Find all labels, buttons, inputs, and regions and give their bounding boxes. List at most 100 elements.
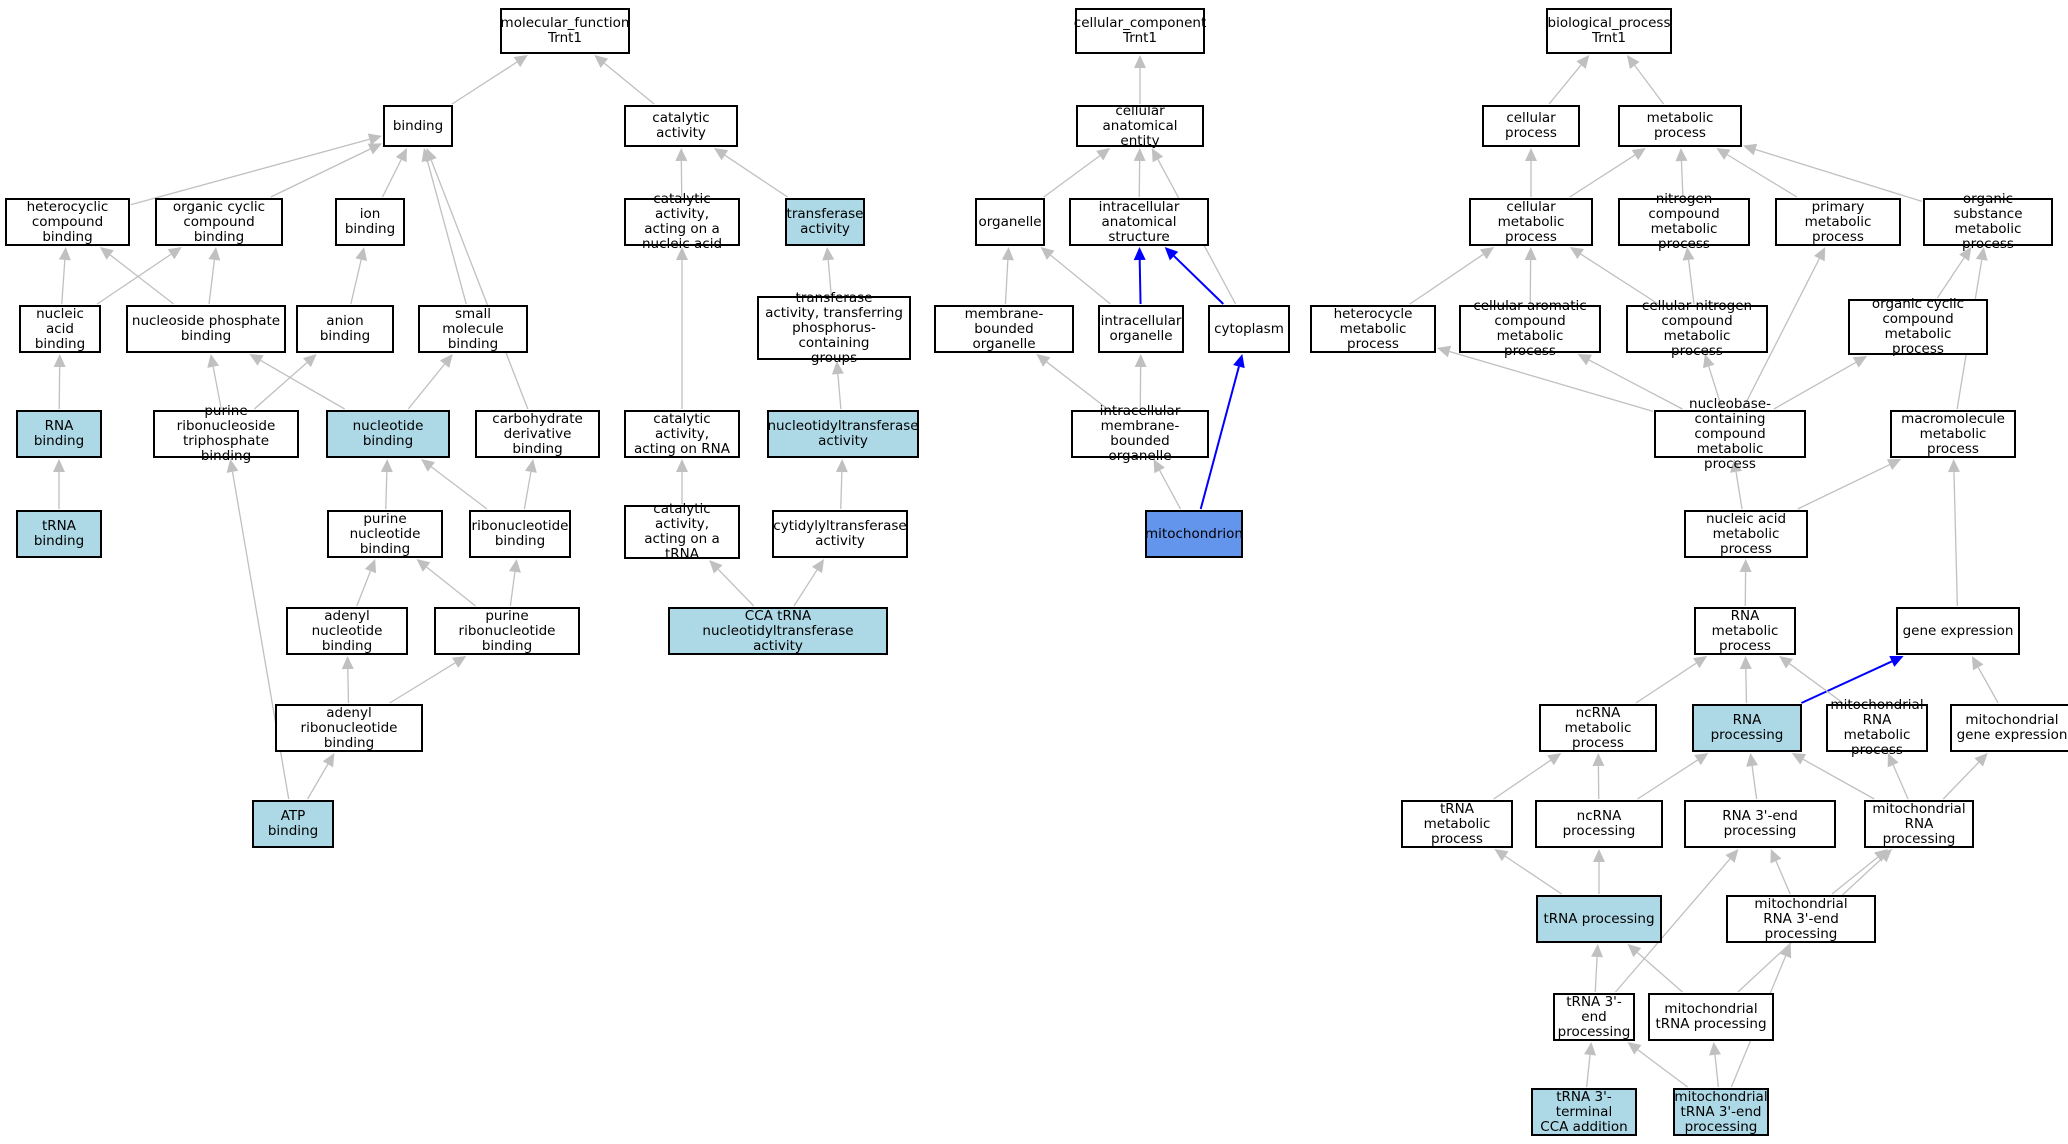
- edge-arrowhead: [1791, 753, 1807, 765]
- go-term-namp[interactable]: nucleic acid metabolic process: [1684, 510, 1808, 558]
- go-term-anion-binding[interactable]: anion binding: [296, 305, 394, 353]
- go-term-nucleotidyltransferase[interactable]: nucleotidyltransferase activity: [767, 410, 919, 458]
- edge-arrowhead: [676, 459, 688, 472]
- edge-arrowhead: [675, 148, 688, 162]
- go-term-nucleotide-binding[interactable]: nucleotide binding: [326, 410, 450, 458]
- go-term-mito-rna-mp[interactable]: mitochondrial RNA metabolic process: [1826, 698, 1928, 758]
- go-term-cca[interactable]: CCA tRNA nucleotidyltransferase activity: [668, 607, 888, 655]
- go-term-rna3-processing[interactable]: RNA 3'-end processing: [1684, 800, 1836, 848]
- go-term-cmp[interactable]: cellular metabolic process: [1469, 198, 1593, 246]
- go-term-binding[interactable]: binding: [383, 105, 453, 147]
- go-term-imbo[interactable]: intracellular membrane-bounded organelle: [1071, 404, 1209, 464]
- edge-mito_rna3-to-rna3_processing: [1775, 860, 1791, 895]
- go-term-cc[interactable]: cellular_component Trnt1: [1074, 8, 1206, 54]
- go-term-cat-trna[interactable]: catalytic activity, acting on a tRNA: [624, 502, 740, 562]
- edge-arrowhead: [249, 354, 264, 366]
- edge-pmp-to-metabolic_process: [1726, 154, 1798, 198]
- go-term-purine-ribonucleoside-tp[interactable]: purine ribonucleoside triphosphate bindi…: [153, 404, 299, 464]
- go-term-atp-binding[interactable]: ATP binding: [252, 800, 334, 848]
- go-term-io[interactable]: intracellular organelle: [1098, 305, 1184, 353]
- edge-arrowhead: [1886, 459, 1902, 471]
- edge-arrowhead: [1975, 247, 1988, 261]
- go-term-cat-nucleic[interactable]: catalytic activity, acting on a nucleic …: [624, 192, 740, 252]
- edge-mito_rna3-to-mito_rna_processing: [1831, 856, 1879, 895]
- go-term-cellular-process[interactable]: cellular process: [1482, 105, 1580, 147]
- edge-imbo-to-mbo: [1046, 361, 1109, 410]
- edge-arrowhead: [1233, 354, 1245, 369]
- go-term-cat-rna[interactable]: catalytic activity, acting on RNA: [624, 410, 740, 458]
- go-term-catact[interactable]: catalytic activity: [624, 105, 738, 147]
- go-term-organic-cyclic-binding[interactable]: organic cyclic compound binding: [155, 198, 283, 246]
- go-term-nucleic-acid-binding[interactable]: nucleic acid binding: [19, 305, 101, 353]
- go-term-mito-rna3[interactable]: mitochondrial RNA 3'-end processing: [1726, 895, 1876, 943]
- go-term-adenyl-ribonucleotide-binding[interactable]: adenyl ribonucleotide binding: [275, 704, 423, 752]
- edge-arrowhead: [1780, 944, 1792, 959]
- go-term-ncrna-mp[interactable]: ncRNA metabolic process: [1539, 704, 1657, 752]
- go-term-organelle[interactable]: organelle: [975, 198, 1045, 246]
- edge-ncrna_mp-to-rmp: [1635, 662, 1697, 704]
- go-term-rmp[interactable]: RNA metabolic process: [1694, 607, 1796, 655]
- edge-arrowhead: [416, 559, 431, 572]
- edge-arrowhead: [1524, 247, 1537, 261]
- go-term-cytoplasm[interactable]: cytoplasm: [1208, 305, 1290, 353]
- go-term-nbcmp[interactable]: nucleobase-containing compound metabolic…: [1654, 396, 1806, 471]
- go-term-rna-binding[interactable]: RNA binding: [16, 410, 102, 458]
- edge-arrowhead: [53, 459, 65, 472]
- go-term-ribonucleotide-binding[interactable]: ribonucleotide binding: [469, 510, 571, 558]
- go-term-mmp[interactable]: macromolecule metabolic process: [1890, 410, 2016, 458]
- go-term-ion-binding[interactable]: ion binding: [335, 198, 405, 246]
- edge-arrowhead: [53, 354, 66, 368]
- go-term-small-molecule-binding[interactable]: small molecule binding: [418, 305, 528, 353]
- edge-nbcmp-to-hmp: [1449, 350, 1654, 412]
- go-term-purine-nucleotide-binding[interactable]: purine nucleotide binding: [327, 510, 443, 558]
- edge-arrowhead: [831, 361, 844, 375]
- go-term-hmp[interactable]: heterocycle metabolic process: [1310, 305, 1436, 353]
- go-term-nucleoside-phosphate-binding[interactable]: nucleoside phosphate binding: [126, 305, 286, 353]
- go-term-ncrna-processing[interactable]: ncRNA processing: [1535, 800, 1663, 848]
- go-term-trna-processing[interactable]: tRNA processing: [1536, 895, 1662, 943]
- edge-nbcmp-to-cacmp: [1588, 359, 1683, 410]
- go-term-cncmp[interactable]: cellular nitrogen compound metabolic pro…: [1626, 299, 1768, 359]
- edge-arrowhead: [1974, 753, 1988, 767]
- go-term-mf[interactable]: molecular_function Trnt1: [500, 8, 630, 54]
- go-term-pmp[interactable]: primary metabolic process: [1775, 198, 1901, 246]
- edge-trna3-to-rna3_processing: [1615, 858, 1731, 993]
- go-term-cae[interactable]: cellular anatomical entity: [1076, 103, 1204, 148]
- edge-arrowhead: [1133, 247, 1146, 261]
- edge-cytidylyltransferase-to-nucleotidyltransferase: [840, 471, 843, 510]
- go-term-transferase-phospho[interactable]: transferase activity, transferring phosp…: [757, 290, 911, 365]
- go-term-trna3-cca[interactable]: tRNA 3'-terminal CCA addition: [1531, 1088, 1637, 1136]
- edge-arrowhead: [322, 753, 335, 768]
- go-term-trna-mp[interactable]: tRNA metabolic process: [1401, 800, 1513, 848]
- go-term-ncmp[interactable]: nitrogen compound metabolic process: [1618, 192, 1750, 252]
- go-term-carbohydrate-deriv[interactable]: carbohydrate derivative binding: [475, 410, 600, 458]
- go-term-mito-ge[interactable]: mitochondrial gene expression: [1950, 704, 2068, 752]
- go-term-heterocyclic-binding[interactable]: heterocyclic compound binding: [5, 198, 130, 246]
- go-term-metabolic-process[interactable]: metabolic process: [1618, 105, 1742, 147]
- go-term-purine-ribonucleotide-binding[interactable]: purine ribonucleotide binding: [434, 607, 580, 655]
- edge-trna3-to-trna_processing: [1594, 956, 1598, 993]
- edge-nucleotide_binding-to-nucleoside_phosphate_binding: [260, 359, 345, 410]
- go-term-mito-trna-processing[interactable]: mitochondrial tRNA processing: [1648, 993, 1774, 1041]
- go-term-occmp[interactable]: organic cyclic compound metabolic proces…: [1848, 297, 1988, 357]
- go-term-osmp[interactable]: organic substance metabolic process: [1923, 192, 2053, 252]
- go-term-mito-rna-processing[interactable]: mitochondrial RNA processing: [1864, 800, 1974, 848]
- go-term-trna-binding[interactable]: tRNA binding: [16, 510, 102, 558]
- go-term-trna3[interactable]: tRNA 3'-end processing: [1553, 993, 1635, 1041]
- edge-arrowhead: [226, 459, 239, 473]
- go-term-cacmp[interactable]: cellular aromatic compound metabolic pro…: [1459, 299, 1601, 359]
- go-term-transferase[interactable]: transferase activity: [785, 198, 865, 246]
- go-term-bp[interactable]: biological_process Trnt1: [1546, 8, 1672, 54]
- go-term-ias[interactable]: intracellular anatomical structure: [1069, 198, 1209, 246]
- go-term-mbo[interactable]: membrane-bounded organelle: [934, 305, 1074, 353]
- go-term-cytidylyltransferase[interactable]: cytidylyltransferase activity: [772, 510, 908, 558]
- edge-arrowhead: [1730, 459, 1742, 473]
- edge-arrowhead: [1576, 55, 1590, 69]
- go-term-rna-processing[interactable]: RNA processing: [1692, 704, 1802, 752]
- edge-arrowhead: [1134, 55, 1146, 68]
- go-term-adenyl-nucleotide-binding[interactable]: adenyl nucleotide binding: [286, 607, 408, 655]
- go-term-ge[interactable]: gene expression: [1896, 607, 2020, 655]
- edge-arrowhead: [355, 247, 368, 262]
- go-term-mito[interactable]: mitochondrion: [1145, 510, 1243, 558]
- go-term-mito-trna3[interactable]: mitochondrial tRNA 3'-end processing: [1673, 1088, 1769, 1136]
